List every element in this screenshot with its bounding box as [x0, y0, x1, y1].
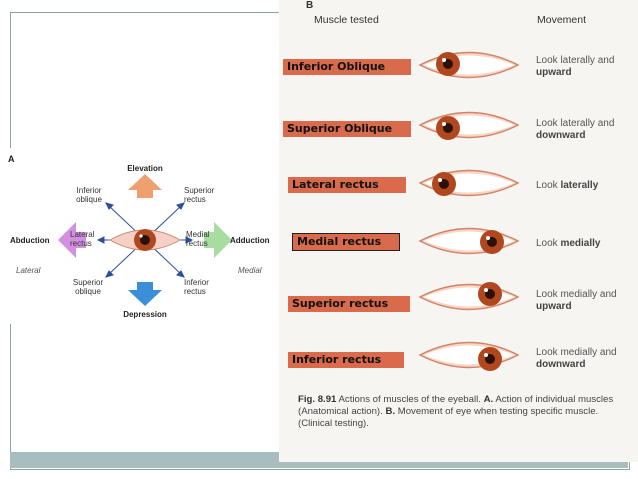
eye-superior-oblique: [418, 111, 520, 140]
eye-lateral-rectus: [418, 169, 520, 197]
muscle-tag-inferior-oblique: Inferior Oblique: [283, 59, 411, 75]
movement-lateral-rectus: Look laterally: [536, 180, 599, 191]
figure-a: A Elevatio: [0, 148, 276, 324]
caption-a: A.: [483, 394, 494, 405]
figure-a-diagram: [58, 174, 232, 306]
superior-rectus-label: Superior rectus: [184, 186, 215, 204]
elevation-arrow: [128, 174, 162, 198]
elevation-label: Elevation: [127, 164, 163, 173]
lateral-label: Lateral: [16, 266, 41, 275]
muscle-tag-superior-oblique: Superior Oblique: [283, 121, 411, 137]
medial-label: Medial: [238, 266, 262, 275]
eye-superior-rectus: [418, 282, 520, 311]
movement-inferior-rectus: Look medially and downward: [536, 347, 617, 370]
eye-medial-rectus: [418, 227, 520, 255]
depression-arrow: [128, 282, 162, 306]
figure-a-label: A: [8, 154, 15, 164]
caption-text-2: Action of individual muscles (Anatomical…: [298, 394, 614, 417]
lateral-rectus-label: Lateral rectus: [70, 230, 95, 248]
movement-medial-rectus: Look medially: [536, 238, 601, 249]
superior-oblique-label: Superior oblique: [72, 278, 104, 296]
movement-superior-oblique: Look laterally and downward: [536, 118, 615, 141]
slide-top-rule: [10, 12, 280, 13]
caption-text-1: Actions of muscles of the eyeball.: [338, 394, 481, 405]
figure-a-eye: [108, 229, 182, 251]
eye-inferior-oblique: [418, 51, 520, 79]
movement-inferior-oblique: Look laterally and upward: [536, 55, 615, 78]
muscle-tag-superior-rectus: Superior rectus: [288, 296, 410, 312]
medial-rectus-label: Medial rectus: [186, 230, 210, 248]
caption-text-3: Movement of eye when testing specific mu…: [298, 406, 599, 429]
abduction-label: Abduction: [10, 236, 50, 245]
muscle-tag-medial-rectus: Medial rectus: [292, 233, 400, 251]
muscle-tag-lateral-rectus: Lateral rectus: [288, 177, 406, 193]
inferior-oblique-label: Inferior oblique: [76, 186, 102, 204]
caption-fig-number: Fig. 8.91: [298, 394, 337, 405]
abduction-arrow: [58, 222, 86, 258]
header-movement: Movement: [537, 14, 587, 26]
inferior-rectus-label: Inferior rectus: [184, 278, 209, 296]
figure-b-label: B: [306, 0, 314, 11]
adduction-label: Adduction: [230, 236, 270, 245]
adduction-arrow: [204, 222, 232, 258]
movement-superior-rectus: Look medially and upward: [536, 289, 617, 312]
figure-caption: Fig. 8.91 Actions of muscles of the eyeb…: [298, 394, 620, 430]
eye-inferior-rectus: [418, 341, 520, 371]
header-muscle-tested: Muscle tested: [314, 14, 379, 26]
muscle-tag-inferior-rectus: Inferior rectus: [288, 352, 404, 368]
depression-label: Depression: [123, 310, 167, 319]
caption-b: B.: [385, 406, 396, 417]
